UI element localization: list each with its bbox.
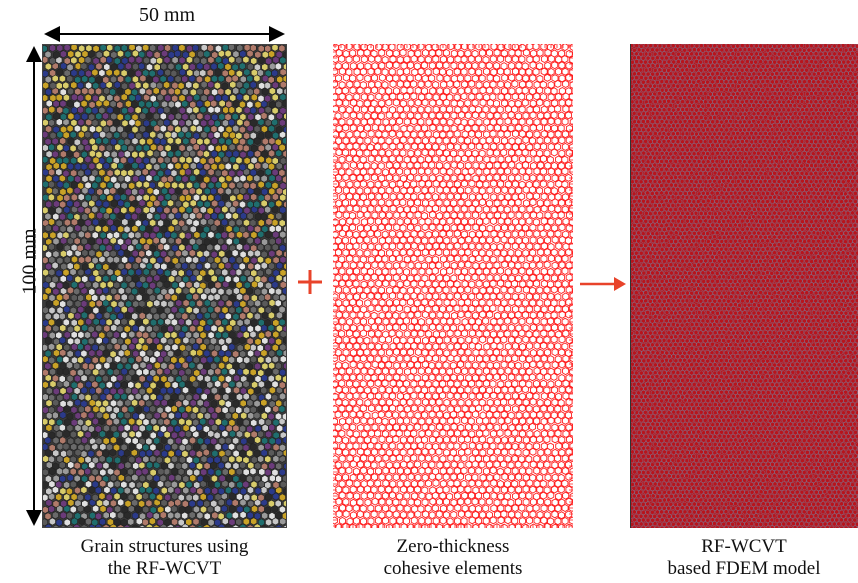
- cohesive-elements-caption: Zero-thickness cohesive elements: [333, 536, 573, 580]
- caption-line: based FDEM model: [667, 558, 821, 579]
- fdem-model-panel: [630, 44, 858, 528]
- height-dimension-label: 100 mm: [18, 228, 41, 295]
- cohesive-elements-panel: [333, 44, 573, 528]
- caption-line: the RF-WCVT: [107, 558, 222, 579]
- grain-structure-caption: Grain structures using the RF-WCVT: [42, 536, 287, 580]
- grain-structure-image: [43, 45, 286, 527]
- width-dimension-label: 50 mm: [138, 4, 196, 26]
- caption-line: Grain structures using: [80, 536, 249, 557]
- grain-structure-panel: [42, 44, 287, 528]
- caption-line: cohesive elements: [383, 558, 523, 579]
- arrow-right-icon: [580, 277, 626, 291]
- cohesive-mesh-image: [333, 44, 573, 528]
- fdem-model-image: [631, 44, 858, 528]
- plus-icon: [298, 270, 322, 294]
- caption-line: Zero-thickness: [396, 536, 510, 557]
- caption-line: RF-WCVT: [701, 536, 787, 557]
- fdem-model-caption: RF-WCVT based FDEM model: [630, 536, 858, 580]
